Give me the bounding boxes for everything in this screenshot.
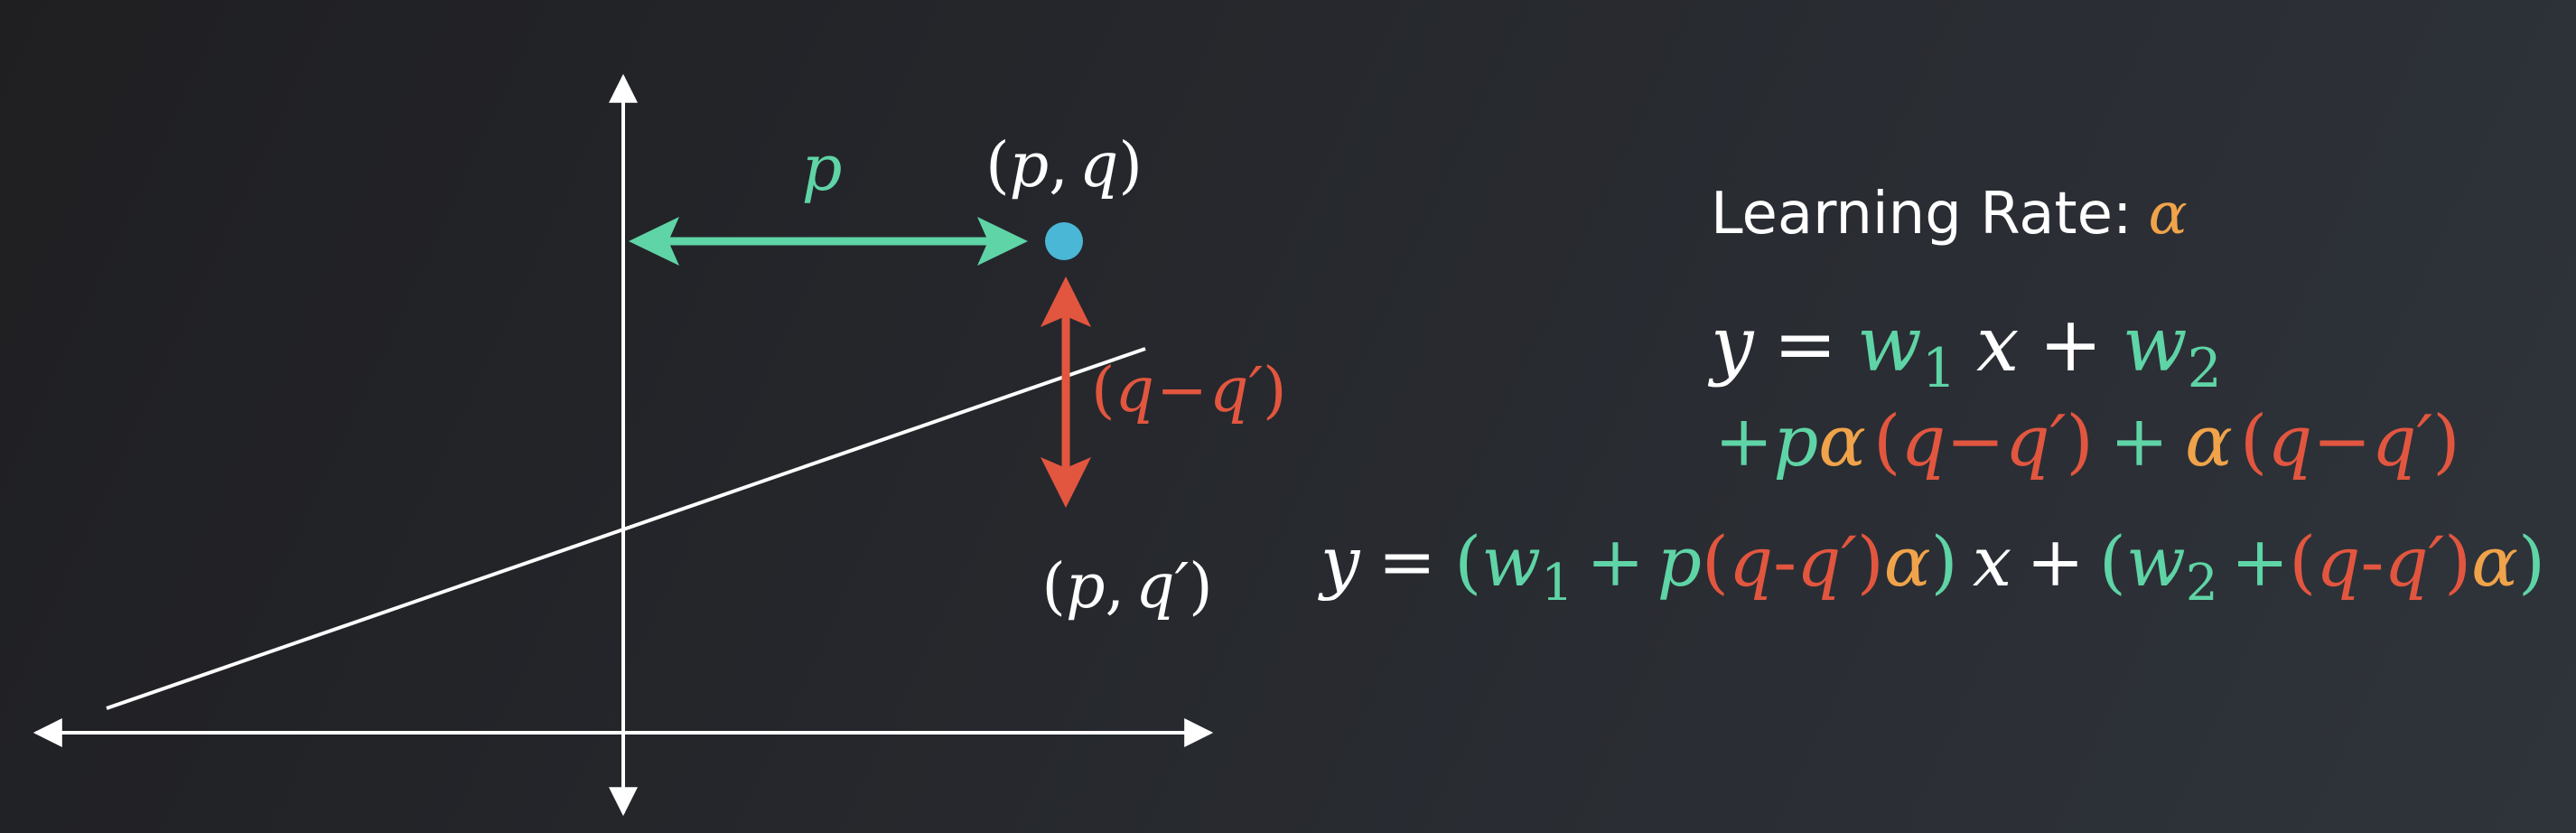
point-label: (p,q) — [985, 130, 1143, 201]
coordinate-axes — [33, 73, 1214, 817]
regression-line — [106, 347, 1146, 710]
p-distance-arrow — [629, 217, 1028, 266]
learning-rate-caption: Learning Rate:α — [1711, 181, 2188, 248]
data-point — [1045, 222, 1083, 260]
error-arrow — [1041, 276, 1091, 508]
projected-point-label: (p,q′) — [1041, 551, 1212, 622]
error-label: (q−q′) — [1091, 355, 1287, 426]
updated-line-equation: y=(w1+p(q-q′)α)x+(w2+(q-q′)α) — [1318, 521, 2545, 613]
p-label: p — [802, 131, 843, 205]
update-terms: +pα(q−q′)+α(q−q′) — [1714, 401, 2460, 482]
